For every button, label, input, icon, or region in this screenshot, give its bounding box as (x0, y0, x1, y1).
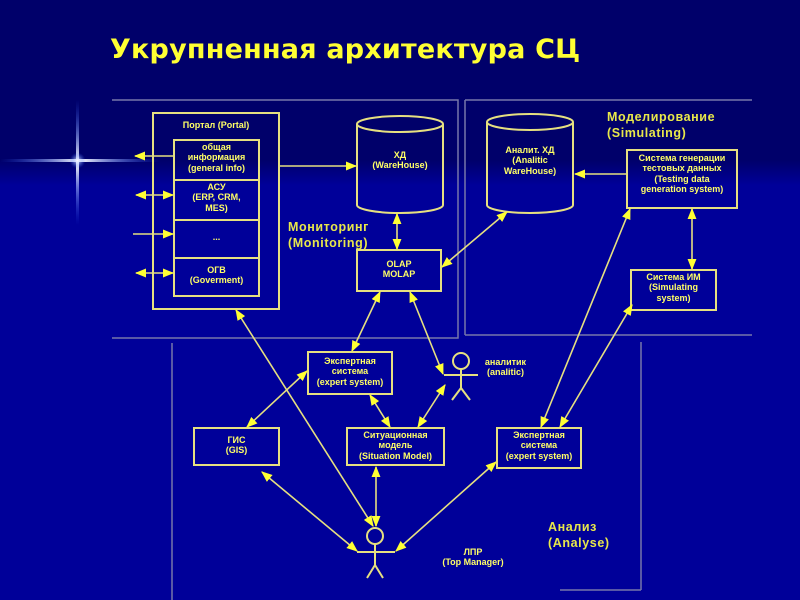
arrow-olap-analyst (409, 290, 444, 376)
arrow-analyst-situation (417, 384, 446, 428)
portal-section-ellipsis: ... (212, 232, 221, 242)
test-data-gen-line: Система генерации (638, 153, 726, 163)
gis-label: ГИС (GIS) (194, 435, 279, 456)
sim-system-line: system) (656, 292, 691, 303)
analyst-label-en: (analitic) (486, 367, 524, 378)
analyst-figure (444, 352, 478, 401)
arrow-analytic-olap (441, 211, 508, 268)
panel-simulating-label: Моделирование (Simulating) (607, 109, 715, 142)
page-title: Укрупненная архитектура СЦ (110, 34, 581, 65)
gis-label-ru: ГИС (227, 435, 246, 445)
arrow-expert-right-manager (395, 461, 497, 552)
arrow-expert-gis (246, 370, 308, 428)
portal-box (152, 112, 280, 310)
sim-system-label: Система ИМ (Simulating system) (631, 272, 716, 303)
test-data-gen-label: Система генерации тестовых данных (Testi… (627, 153, 737, 194)
situation-model-label: Ситуационная модель (Situation Model) (347, 430, 444, 461)
expert-system-right-line: Экспертная (513, 430, 565, 440)
arrow-sim-expert-right (559, 304, 633, 428)
test-data-gen-line: тестовых данных (642, 163, 722, 174)
panel-analyse-label-en: (Analyse) (548, 536, 610, 551)
panel-simulating-label-ru: Моделирование (607, 110, 716, 124)
panel-monitoring-border (112, 99, 459, 339)
portal-section-text: ОГВ (207, 265, 226, 275)
panel-monitoring-label: Мониторинг (Monitoring) (288, 219, 369, 252)
sim-system-line: (Simulating (649, 282, 698, 293)
expert-system-left-line: система (331, 366, 369, 377)
sim-system-line: Система ИМ (646, 272, 701, 282)
analytic-warehouse-cylinder (486, 122, 574, 214)
test-data-gen-box (626, 149, 738, 209)
panel-analyse-label-ru: Анализ (548, 520, 597, 534)
sim-system-box (630, 269, 717, 311)
analyst-label: аналитик (analitic) (478, 357, 533, 378)
arrow-expert-situation (369, 394, 391, 428)
expert-system-left-line: Экспертная (324, 356, 376, 366)
top-manager-label-en: (Top Manager) (442, 557, 504, 568)
arrow-olap-expert (351, 290, 381, 353)
arrow-gis-manager (261, 471, 358, 552)
portal-section-text: (ERP, CRM, (192, 192, 241, 203)
warehouse-label-ru: ХД (393, 150, 407, 160)
top-manager-label-ru: ЛПР (463, 547, 483, 557)
portal-title: Портал (Portal) (182, 120, 250, 130)
portal-section-text: MES) (205, 202, 228, 213)
expert-system-right-line: (expert system) (505, 450, 573, 461)
top-manager-label: ЛПР (Top Manager) (428, 547, 518, 568)
warehouse-label: ХД (WareHouse) (357, 150, 443, 171)
panel-simulating-label-en: (Simulating) (607, 126, 687, 141)
test-data-gen-line: generation system) (640, 184, 724, 195)
olap-label-line2: MOLAP (382, 269, 416, 280)
panel-monitoring-label-en: (Monitoring) (288, 236, 369, 251)
analyst-label-ru: аналитик (484, 357, 527, 367)
analytic-warehouse-label: Аналит. ХД (Analitic WareHouse) (487, 145, 573, 176)
analytic-warehouse-line: Аналит. ХД (505, 145, 555, 155)
expert-system-right-box (496, 427, 582, 469)
portal-section-text: общая (201, 142, 232, 152)
olap-label: OLAP MOLAP (357, 259, 441, 280)
portal-section-text: (Goverment) (189, 275, 244, 286)
olap-label-line1: OLAP (386, 259, 412, 269)
arrow-testgen-expert-right (540, 207, 631, 429)
situation-model-line: (Situation Model) (359, 450, 432, 461)
top-manager-figure (357, 527, 395, 579)
expert-system-right-label: Экспертная система (expert system) (497, 430, 581, 461)
situation-model-line: модель (378, 440, 413, 451)
portal-section-text: информация (187, 152, 246, 163)
analytic-warehouse-line: WareHouse) (503, 165, 557, 176)
test-data-gen-line: (Testing data (654, 173, 710, 184)
portal-section-text: АСУ (207, 182, 226, 192)
situation-model-line: Ситуационная (363, 430, 428, 440)
expert-system-left-label: Экспертная система (expert system) (308, 356, 392, 387)
portal-section-text: (general info) (187, 162, 245, 173)
gis-label-en: (GIS) (225, 445, 248, 456)
portal-section-general-info: общая информация (general info) (174, 142, 259, 173)
analytic-warehouse-line: (Analitic (512, 155, 548, 166)
expert-system-right-line: система (520, 440, 558, 451)
warehouse-label-en: (WareHouse) (372, 160, 428, 171)
expert-system-left-line: (expert system) (316, 376, 384, 387)
portal-section-ogv: ОГВ (Goverment) (174, 265, 259, 286)
portal-section-asu: АСУ (ERP, CRM, MES) (174, 182, 259, 213)
panel-monitoring-label-ru: Мониторинг (288, 220, 369, 234)
panel-analyse-label: Анализ (Analyse) (548, 519, 610, 552)
